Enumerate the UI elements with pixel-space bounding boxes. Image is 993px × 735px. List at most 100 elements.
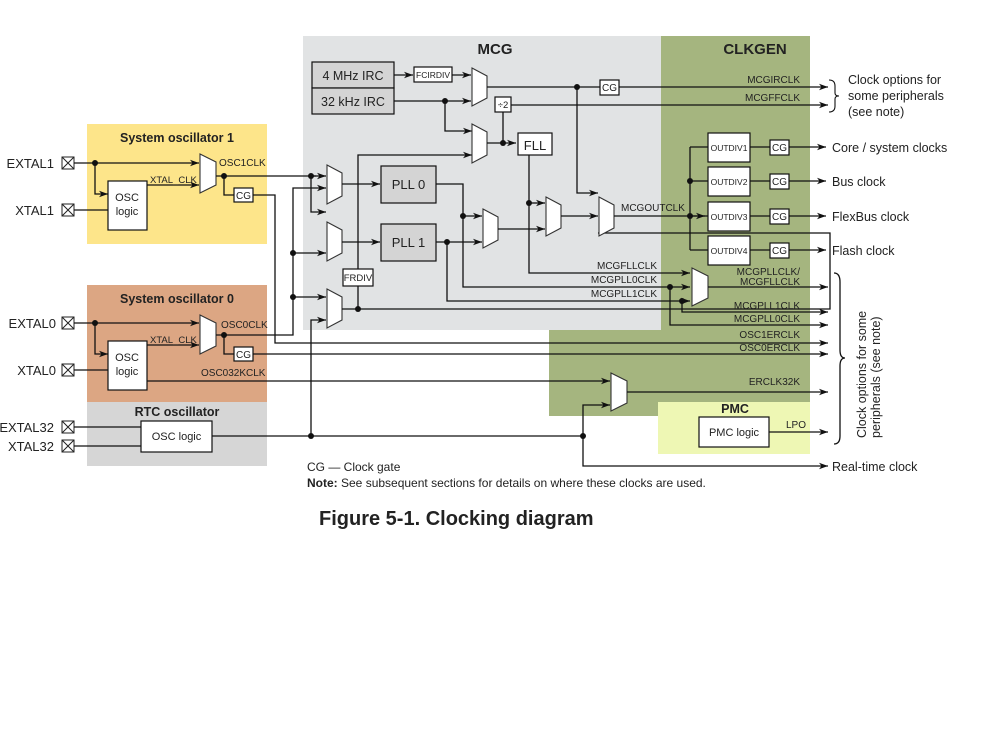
svg-text:OSC1CLK: OSC1CLK (219, 158, 266, 169)
mcgout-mux (598, 196, 615, 237)
svg-text:XTAL_CLK: XTAL_CLK (150, 175, 197, 186)
svg-text:OUTDIV2: OUTDIV2 (711, 177, 748, 187)
svg-text:CG: CG (772, 246, 787, 257)
svg-text:CG: CG (772, 143, 787, 154)
svg-text:MCGFLLCLK: MCGFLLCLK (740, 277, 800, 288)
pll0-block (380, 165, 437, 204)
svg-text:MCGFFCLK: MCGFFCLK (745, 93, 800, 104)
svg-text:OSC: OSC (115, 352, 139, 364)
pin-extal1: EXTAL1 (7, 156, 75, 171)
pin-xtal1: XTAL1 (15, 203, 75, 218)
svg-text:CG: CG (772, 177, 787, 188)
svg-text:CG: CG (236, 191, 251, 202)
fll-block (517, 132, 553, 156)
clkgen-region-lower (549, 330, 810, 416)
pll0-input-mux (326, 164, 343, 205)
svg-text:PMC logic: PMC logic (709, 427, 760, 439)
svg-text:CG: CG (602, 83, 617, 94)
svg-text:OUTDIV4: OUTDIV4 (711, 246, 748, 256)
svg-text:LPO: LPO (786, 420, 806, 431)
svg-text:FRDIV: FRDIV (344, 273, 373, 284)
svg-text:EXTAL1: EXTAL1 (7, 156, 54, 171)
sysosc0-title: System oscillator 0 (120, 292, 234, 306)
figure-caption: Figure 5-1. Clocking diagram (319, 508, 594, 530)
svg-text:MCGIRCLK: MCGIRCLK (747, 75, 800, 86)
output-bus: Bus clock (832, 175, 886, 189)
peripheral-note-top: Clock options for some peripherals (see … (848, 73, 947, 119)
svg-text:FLL: FLL (524, 138, 546, 153)
output-flash: Flash clock (832, 244, 895, 258)
fll-ext-input-mux (326, 288, 343, 329)
svg-text:MCGOUTCLK: MCGOUTCLK (621, 203, 685, 214)
svg-text:EXTAL0: EXTAL0 (9, 316, 56, 331)
svg-text:CG: CG (772, 212, 787, 223)
fll-pll-mux (545, 196, 562, 237)
svg-text:MCGPLLCLK/: MCGPLLCLK/ (737, 267, 801, 278)
svg-text:logic: logic (116, 206, 139, 218)
svg-text:FCIRDIV: FCIRDIV (416, 70, 450, 80)
erclk32k-mux (610, 372, 628, 412)
svg-text:4 MHz IRC: 4 MHz IRC (322, 69, 383, 83)
svg-text:OUTDIV1: OUTDIV1 (711, 143, 748, 153)
svg-text:EXTAL32: EXTAL32 (0, 420, 54, 435)
svg-text:MCGPLL1CLK: MCGPLL1CLK (734, 301, 800, 312)
outdiv1-row: OUTDIV1 CG (707, 132, 826, 163)
pll1-block (380, 223, 437, 262)
peripheral-note-side: Clock options for some peripherals (see … (855, 307, 883, 438)
pll-select-mux (482, 208, 499, 249)
svg-text:OSC1ERCLK: OSC1ERCLK (739, 330, 800, 341)
svg-text:MCGPLL0CLK: MCGPLL0CLK (591, 275, 657, 286)
pmc-logic (698, 416, 770, 448)
svg-text:XTAL0: XTAL0 (17, 363, 56, 378)
svg-text:OUTDIV3: OUTDIV3 (711, 212, 748, 222)
irc-4mhz-block (311, 61, 395, 89)
sysosc1-title: System oscillator 1 (120, 131, 234, 145)
svg-text:OSC logic: OSC logic (152, 431, 202, 443)
svg-text:CG: CG (236, 350, 251, 361)
rtc-title: RTC oscillator (135, 405, 220, 419)
svg-text:OSC032KCLK: OSC032KCLK (201, 368, 266, 379)
outdiv4-row: OUTDIV4 CG (707, 235, 826, 266)
svg-text:logic: logic (116, 366, 139, 378)
svg-text:PLL 1: PLL 1 (392, 235, 426, 250)
brace-side (833, 272, 846, 445)
svg-text:ERCLK32K: ERCLK32K (749, 377, 800, 388)
rtc-osc-logic (140, 420, 213, 453)
svg-text:MCGPLL1CLK: MCGPLL1CLK (591, 289, 657, 300)
brace-top (828, 79, 840, 113)
clkgen-title: CLKGEN (723, 41, 786, 58)
svg-text:÷2: ÷2 (498, 100, 509, 111)
note-line: Note: See subsequent sections for detail… (307, 476, 706, 490)
svg-text:PLL 0: PLL 0 (392, 177, 426, 192)
svg-text:32 kHz IRC: 32 kHz IRC (321, 95, 385, 109)
sysosc1-mux (199, 153, 217, 194)
svg-text:XTAL_CLK: XTAL_CLK (150, 335, 197, 346)
mcg-title: MCG (478, 41, 513, 58)
legend-cg: CG — Clock gate (307, 460, 401, 474)
output-rtc: Real-time clock (832, 460, 918, 474)
svg-text:XTAL32: XTAL32 (8, 439, 54, 454)
fll-ref-mux (471, 123, 488, 164)
svg-text:XTAL1: XTAL1 (15, 203, 54, 218)
svg-text:MCGFLLCLK: MCGFLLCLK (597, 261, 657, 272)
svg-text:OSC0CLK: OSC0CLK (221, 320, 268, 331)
svg-text:MCGPLL0CLK: MCGPLL0CLK (734, 314, 800, 325)
output-flexbus: FlexBus clock (832, 210, 910, 224)
outdiv3-row: OUTDIV3 CG (707, 201, 826, 232)
pmc-title: PMC (721, 402, 749, 416)
sysosc0-osc-logic (107, 340, 148, 391)
pin-extal0: EXTAL0 (9, 316, 75, 331)
outdiv2-row: OUTDIV2 CG (707, 166, 826, 197)
svg-text:OSC0ERCLK: OSC0ERCLK (739, 343, 800, 354)
pll1-input-mux (326, 221, 343, 262)
sysosc1-osc-logic (107, 180, 148, 231)
pin-xtal0: XTAL0 (17, 363, 75, 378)
pin-extal32: EXTAL32 (0, 420, 75, 435)
sysosc0-mux (199, 314, 217, 355)
irc-select-mux (471, 67, 488, 107)
svg-text:OSC: OSC (115, 192, 139, 204)
pin-xtal32: XTAL32 (8, 439, 75, 454)
pllfll-select-mux (691, 267, 709, 307)
output-core: Core / system clocks (832, 141, 947, 155)
